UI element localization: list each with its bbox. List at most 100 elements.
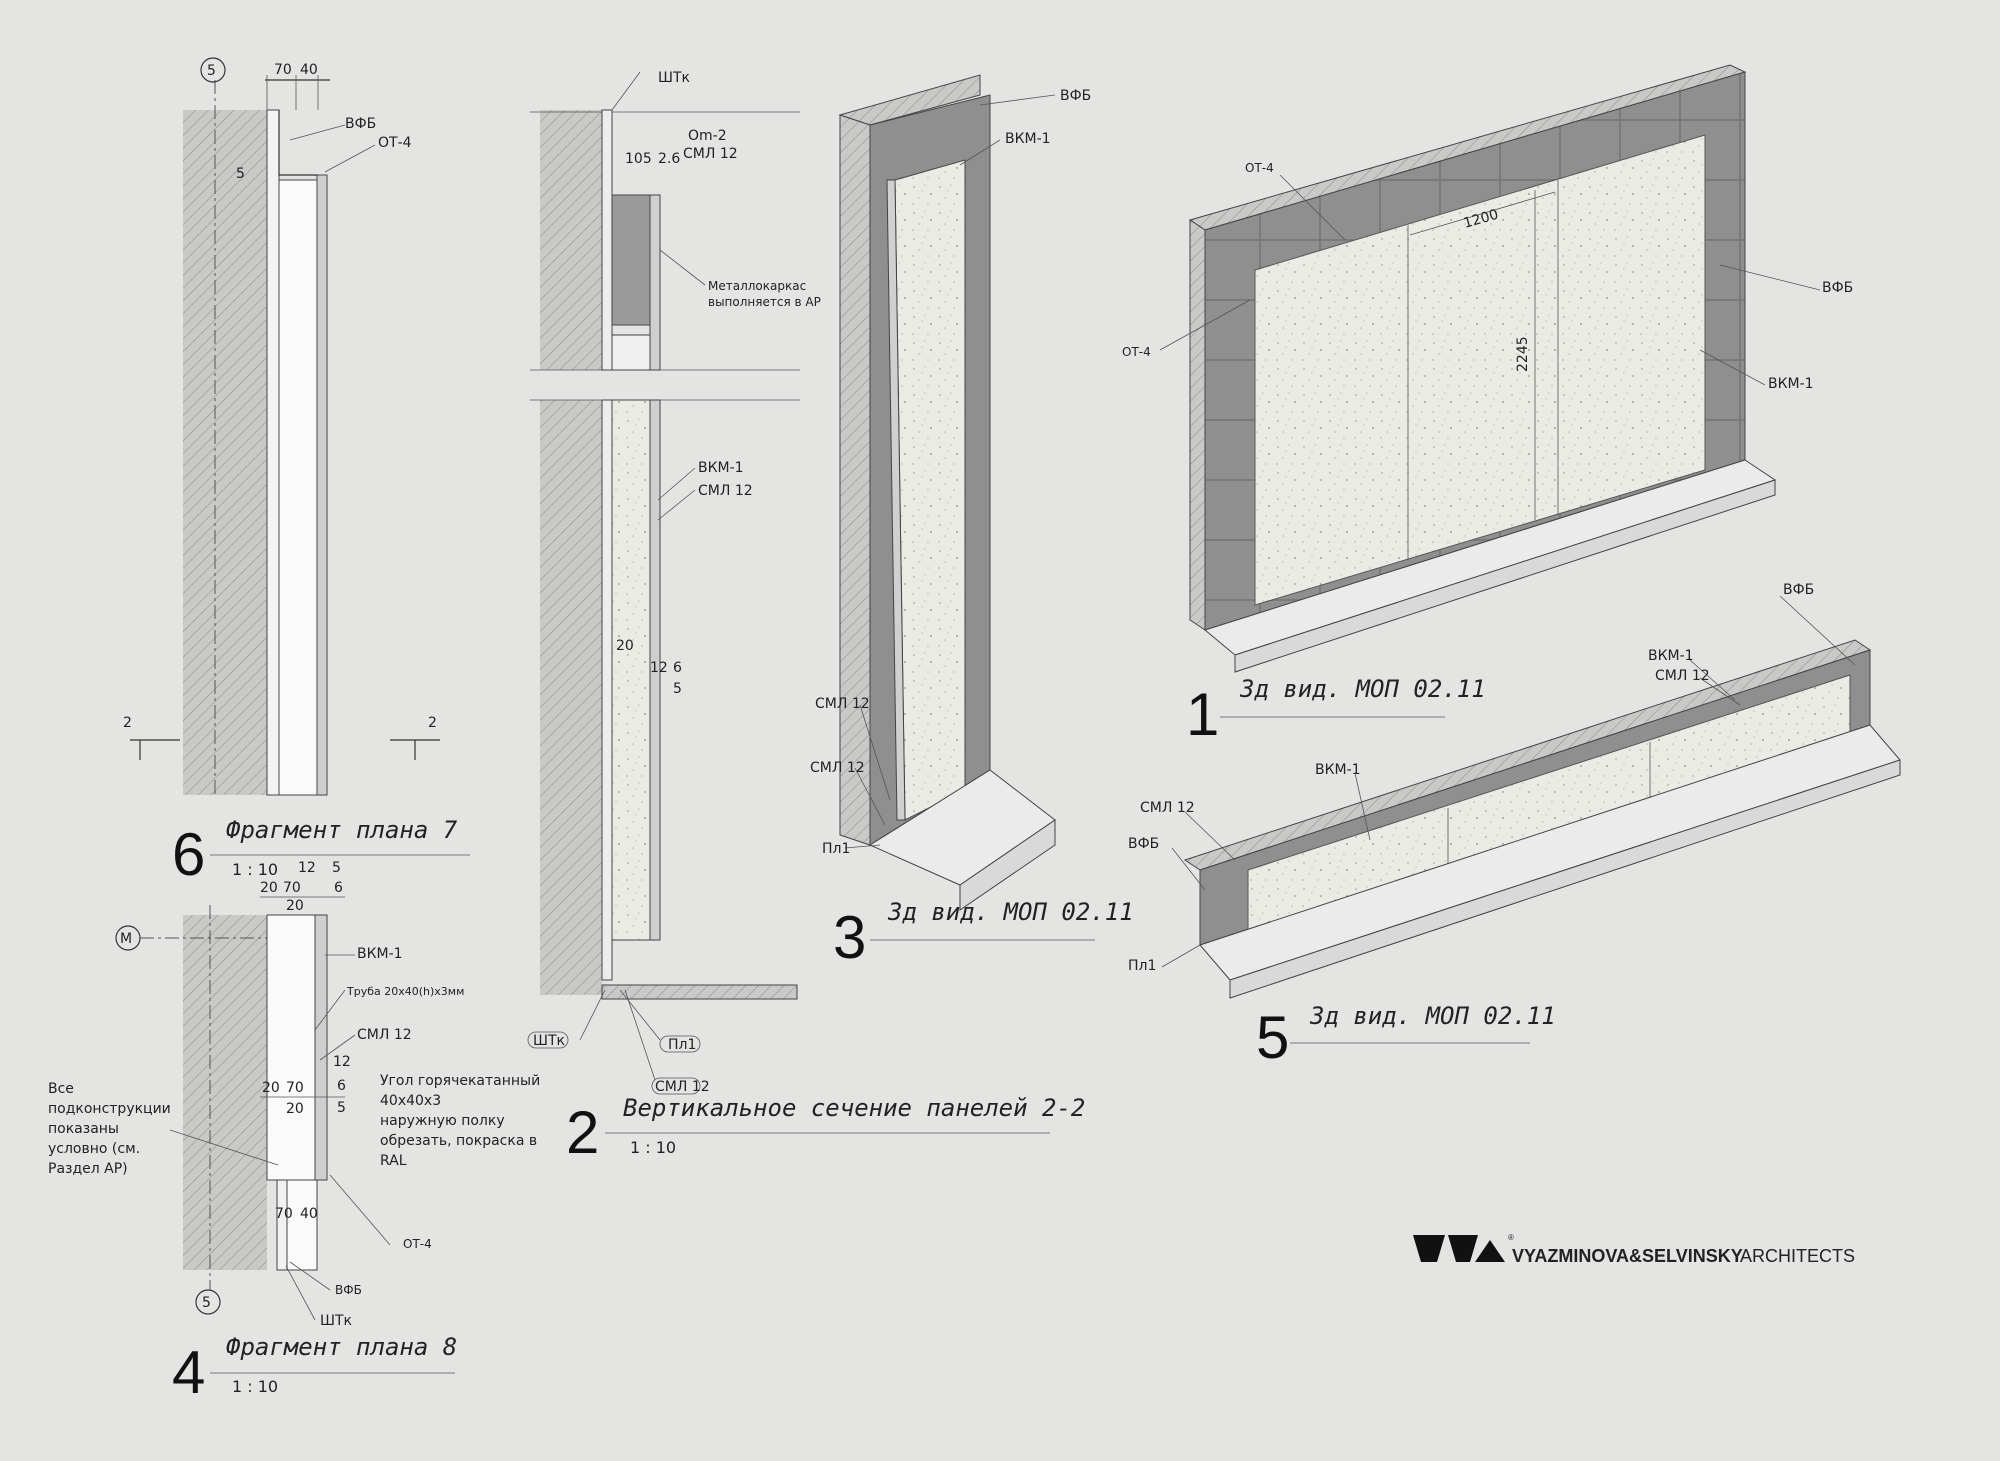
view-title: Вертикальное сечение панелей 2-2	[623, 1094, 1085, 1122]
label-ot4: ОТ-4	[378, 135, 412, 151]
section-mark-right: 2	[428, 715, 437, 731]
label-sml12-left: СМЛ 12	[1140, 800, 1195, 816]
dim-6: 6	[673, 660, 682, 676]
label-sml12-top: СМЛ 12	[683, 146, 738, 162]
view-scale: 1 : 10	[232, 1377, 278, 1396]
dim: 20	[286, 898, 304, 914]
label-vfb-left: ВФБ	[1128, 836, 1159, 852]
dim-105: 105	[625, 151, 652, 167]
view-title: Фрагмент плана 8	[226, 1333, 457, 1361]
view-scale: 1 : 10	[232, 860, 278, 879]
label-sml12-bottom: СМЛ 12	[655, 1079, 710, 1095]
label-vkm1: ВКМ-1	[1005, 131, 1051, 147]
note-line: обрезать, покраска в	[380, 1133, 537, 1149]
dim: 6	[337, 1078, 346, 1094]
view-number: 1	[1186, 681, 1219, 748]
dim: 70	[275, 1206, 293, 1222]
label-pl1: Пл1	[668, 1037, 696, 1053]
dim-70: 70	[274, 62, 292, 78]
note-frame: Металлокаркас	[708, 279, 806, 293]
firm-logo: ® VYAZMINOVA&SELVINSKY ARCHITECTS	[1413, 1233, 1855, 1266]
label-vfb-right: ВФБ	[1783, 582, 1814, 598]
label-om2: Om-2	[688, 128, 727, 144]
view-4-plan-fragment: М 5 20 70 12 5 20 6 ВКМ-1 Труба 20х40(h)…	[48, 860, 540, 1406]
label-vkm1: ВКМ-1	[1768, 376, 1814, 392]
dim-5: 5	[236, 166, 245, 182]
label-sml12: СМЛ 12	[357, 1027, 412, 1043]
label-ot4-left: ОТ-4	[1122, 345, 1151, 359]
dim-2245: 2245	[1515, 336, 1531, 372]
axis-bottom-label: 5	[202, 1295, 211, 1311]
note-line: 40х40х3	[380, 1093, 441, 1109]
note-angle: Угол горячекатанный 40х40х3 наружную пол…	[380, 1073, 540, 1169]
label-shtk: ШТк	[320, 1313, 352, 1329]
label-vfb: ВФБ	[1060, 88, 1091, 104]
label-vkm1-left: ВКМ-1	[1315, 762, 1361, 778]
label-sml12: СМЛ 12	[815, 696, 870, 712]
dim: 5	[337, 1100, 346, 1116]
dim: 70	[286, 1080, 304, 1096]
note-line: условно (см.	[48, 1141, 140, 1157]
note-frame: выполняется в АР	[708, 295, 821, 309]
view-number: 6	[172, 821, 205, 888]
view-title: 3д вид. МОП 02.11	[1239, 675, 1486, 703]
label-vkm1-right: ВКМ-1	[1648, 648, 1694, 664]
dim: 20	[260, 880, 278, 896]
axis-label: 5	[207, 63, 216, 79]
label-vfb: ВФБ	[1822, 280, 1853, 296]
view-title: Фрагмент плана 7	[226, 816, 458, 844]
axis-bubble	[200, 57, 226, 83]
dim: 6	[334, 880, 343, 896]
view-number: 2	[566, 1099, 599, 1166]
label-vkm1: ВКМ-1	[357, 946, 403, 962]
note-line: наружную полку	[380, 1113, 505, 1129]
note-line: Раздел АР)	[48, 1161, 128, 1177]
logo-bold: VYAZMINOVA&SELVINSKY	[1512, 1246, 1743, 1266]
view-6-plan-fragment: 5 70 40 ВФБ ОТ-4 5 2 2 6 Фрагмент плана …	[123, 57, 470, 888]
label-vfb: ВФБ	[345, 116, 376, 132]
label-vkm1: ВКМ-1	[698, 460, 744, 476]
view-title: 3д вид. МОП 02.11	[887, 898, 1134, 926]
dim: 70	[283, 880, 301, 896]
label-pl1: Пл1	[1128, 958, 1156, 974]
logo-mark-icon	[1413, 1235, 1505, 1262]
view-title: 3д вид. МОП 02.11	[1309, 1002, 1556, 1030]
dim: 40	[300, 1206, 318, 1222]
view-5-3d: ВФБ ВКМ-1 СМЛ 12 ВКМ-1 СМЛ 12 ВФБ Пл1 5 …	[1128, 582, 1901, 1071]
dim: 20	[286, 1101, 304, 1117]
dim: 12	[333, 1054, 351, 1070]
note-line: Все	[48, 1081, 74, 1097]
note-line: подконструкции	[48, 1101, 171, 1117]
note-subframe: Все подконструкции показаны условно (см.…	[48, 1081, 279, 1177]
concrete-wall	[183, 110, 267, 795]
dim: 5	[332, 860, 341, 876]
dim-2-6: 2.6	[658, 151, 680, 167]
dim-12: 12	[650, 660, 668, 676]
label-ot4-top: ОТ-4	[1245, 161, 1274, 175]
view-3-3d: ВФБ ВКМ-1 СМЛ 12 СМЛ 12 Пл1 3 3д вид. МО…	[810, 74, 1134, 971]
section-mark-left: 2	[123, 715, 132, 731]
note-line: Угол горячекатанный	[380, 1073, 540, 1089]
dim-20: 20	[616, 638, 634, 654]
view-1-3d: 1200 2245 ОТ-4 ОТ-4 ВФБ ВКМ-1 1 3д вид. …	[1122, 64, 1853, 748]
logo-reg: ®	[1508, 1233, 1514, 1242]
label-sml12-2: СМЛ 12	[810, 760, 865, 776]
label-ot4: ОТ-4	[403, 1237, 432, 1251]
label-sml12-right: СМЛ 12	[1655, 668, 1710, 684]
dim-5: 5	[673, 681, 682, 697]
label-pipe: Труба 20х40(h)х3мм	[346, 985, 464, 998]
label-vfb: ВФБ	[335, 1283, 362, 1297]
view-number: 3	[833, 904, 866, 971]
label-pl1: Пл1	[822, 841, 850, 857]
view-2-vertical-section: ШТк Om-2 СМЛ 12 105 2.6 Металлокаркас вы…	[527, 70, 1085, 1166]
label-sml12: СМЛ 12	[698, 483, 753, 499]
logo-light: ARCHITECTS	[1740, 1246, 1855, 1266]
axis-top-label: М	[120, 931, 132, 947]
view-scale: 1 : 10	[630, 1138, 676, 1157]
label-shtk-top: ШТк	[658, 70, 690, 86]
view-number: 4	[172, 1339, 205, 1406]
concrete-wall	[183, 915, 267, 1270]
label-shtk-bottom: ШТк	[533, 1033, 565, 1049]
note-line: RAL	[380, 1153, 407, 1169]
